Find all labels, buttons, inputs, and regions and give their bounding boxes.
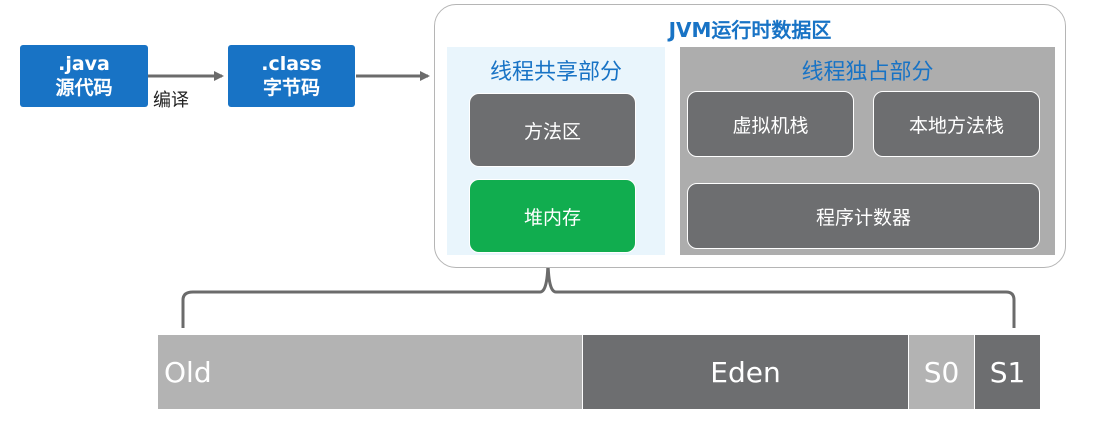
s0-label: S0 [923,355,960,389]
thread-private-title: 线程独占部分 [801,60,934,85]
source-ext: .java [58,53,110,75]
eden-label: Eden [710,355,781,389]
program-counter-box: 程序计数器 [687,183,1040,249]
eden-segment: Eden [583,335,908,409]
jvm-title: JVM运行时数据区 [668,18,832,42]
thread-shared-title: 线程共享部分 [489,60,622,85]
old-label: Old [164,355,212,389]
method-area-box: 方法区 [469,93,636,167]
vm-stack-box: 虚拟机栈 [687,91,854,157]
source-code-box: .java 源代码 [20,45,148,107]
bytecode-box: .class 字节码 [228,45,355,107]
survivor-s0-segment: S0 [909,335,974,409]
compile-label: 编译 [153,90,189,111]
survivor-s1-segment: S1 [975,335,1040,409]
bytecode-label: 字节码 [262,77,320,99]
heap-memory-box: 堆内存 [469,179,636,253]
native-method-stack-box: 本地方法栈 [873,91,1040,157]
s1-label: S1 [989,355,1026,389]
bytecode-ext: .class [261,53,322,75]
heap-brace [181,257,1016,328]
source-label: 源代码 [55,77,113,99]
old-generation-segment: Old [158,335,582,409]
